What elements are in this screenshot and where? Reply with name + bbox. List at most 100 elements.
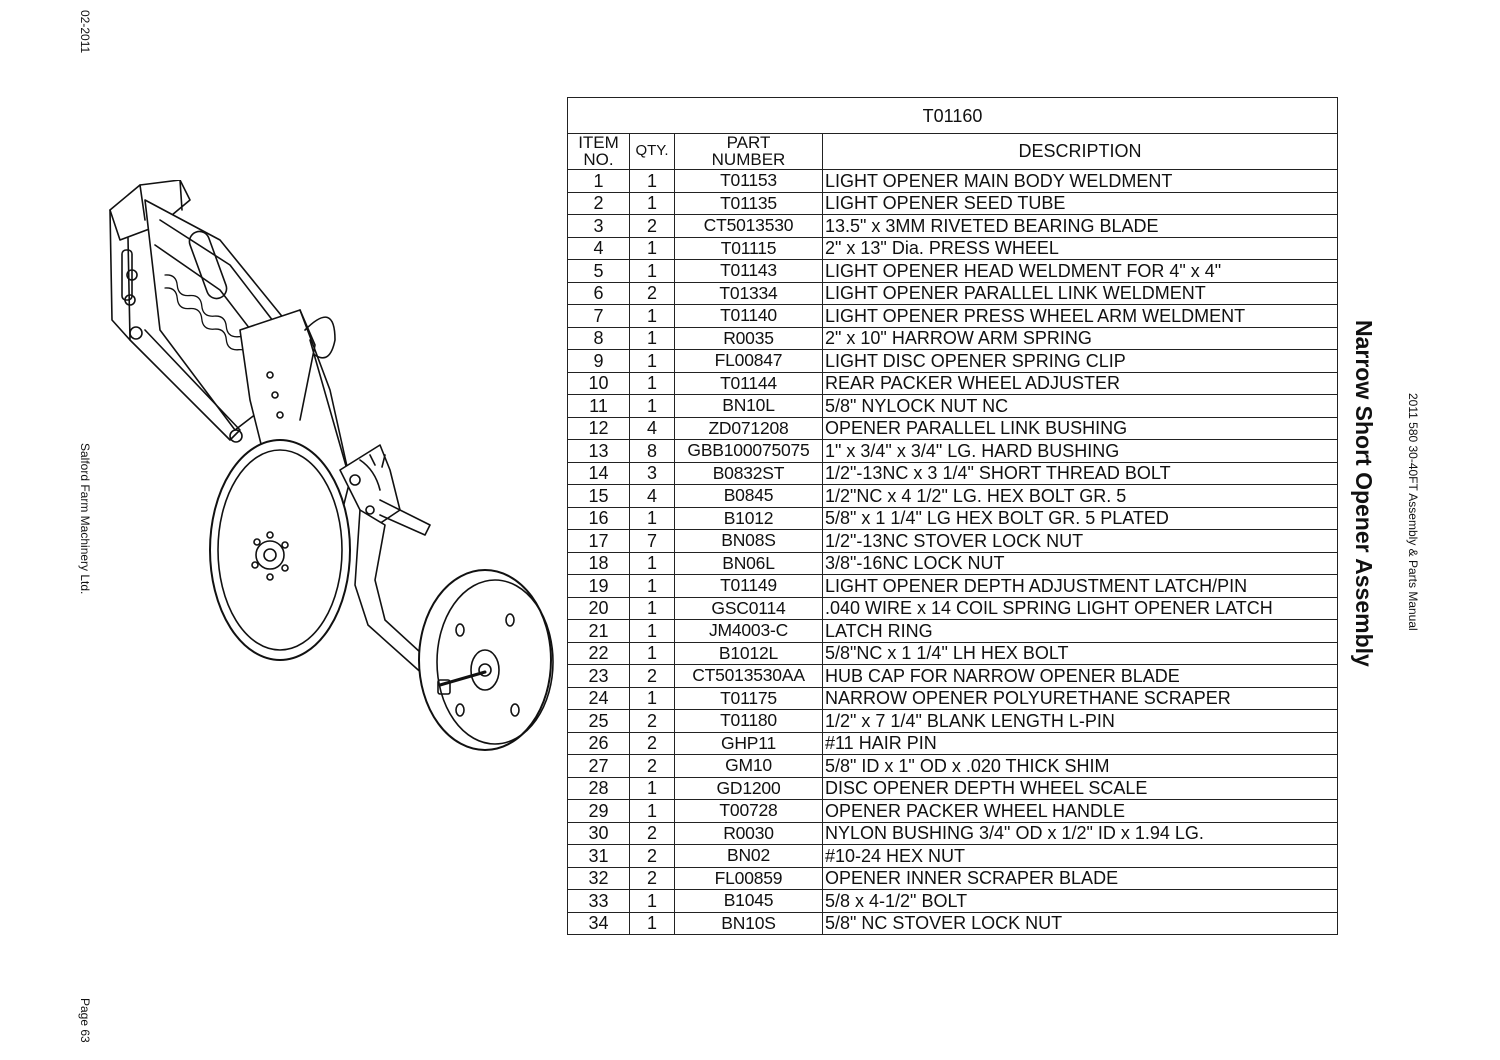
cell-item-no: 10 [567,371,630,395]
cell-qty: 1 [629,551,675,575]
cell-qty: 1 [629,371,675,395]
cell-part-number: BN10L [674,394,823,418]
cell-description: 5/8" x 1 1/4" LG HEX BOLT GR. 5 PLATED [822,506,1338,530]
manual-title: 2011 580 30-40FT Assembly & Parts Manual [1406,393,1420,631]
cell-part-number: BN06L [674,551,823,575]
cell-part-number: GD1200 [674,776,823,800]
cell-description: LIGHT OPENER PARALLEL LINK WELDMENT [822,281,1338,305]
cell-part-number: R0030 [674,821,823,845]
cell-part-number: T01144 [674,371,823,395]
cell-qty: 2 [629,664,675,688]
cell-item-no: 32 [567,866,630,890]
cell-item-no: 24 [567,686,630,710]
cell-qty: 1 [629,169,675,193]
cell-description: #10-24 HEX NUT [822,844,1338,868]
header-item-no: ITEM NO. [567,133,630,170]
parts-table: T01160 ITEM NO. QTY. PART NUMBER DESCRIP… [567,97,1338,935]
cell-part-number: BN08S [674,529,823,553]
cell-description: 1" x 3/4" x 3/4" LG. HARD BUSHING [822,439,1338,463]
cell-qty: 2 [629,821,675,845]
cell-part-number: BN10S [674,911,823,935]
cell-item-no: 20 [567,596,630,620]
cell-item-no: 13 [567,439,630,463]
cell-item-no: 28 [567,776,630,800]
cell-item-no: 23 [567,664,630,688]
cell-part-number: BN02 [674,844,823,868]
cell-qty: 1 [629,889,675,913]
cell-description: LIGHT OPENER MAIN BODY WELDMENT [822,169,1338,193]
cell-qty: 1 [629,191,675,215]
cell-part-number: B1012 [674,506,823,530]
cell-qty: 2 [629,709,675,733]
cell-qty: 1 [629,326,675,350]
cell-part-number: T00728 [674,799,823,823]
cell-qty: 1 [629,911,675,935]
cell-item-no: 14 [567,461,630,485]
cell-part-number: T01149 [674,574,823,598]
cell-part-number: R0035 [674,326,823,350]
cell-item-no: 26 [567,731,630,755]
cell-description: 2" x 13" Dia. PRESS WHEEL [822,236,1338,260]
cell-item-no: 9 [567,349,630,373]
page-number: Page 63 [78,998,92,1043]
cell-qty: 1 [629,776,675,800]
cell-part-number: T01143 [674,259,823,283]
cell-item-no: 8 [567,326,630,350]
cell-item-no: 22 [567,641,630,665]
cell-description: LATCH RING [822,619,1338,643]
cell-description: DISC OPENER DEPTH WHEEL SCALE [822,776,1338,800]
cell-item-no: 18 [567,551,630,575]
cell-description: 5/8" ID x 1" OD x .020 THICK SHIM [822,754,1338,778]
cell-item-no: 1 [567,169,630,193]
cell-item-no: 19 [567,574,630,598]
cell-item-no: 16 [567,506,630,530]
cell-part-number: T01180 [674,709,823,733]
cell-part-number: GBB100075075 [674,439,823,463]
header-qty: QTY. [629,133,675,170]
cell-description: OPENER PACKER WHEEL HANDLE [822,799,1338,823]
cell-part-number: T01334 [674,281,823,305]
cell-qty: 1 [629,574,675,598]
cell-qty: 2 [629,754,675,778]
cell-part-number: FL00847 [674,349,823,373]
cell-item-no: 33 [567,889,630,913]
cell-item-no: 5 [567,259,630,283]
cell-description: 13.5" x 3MM RIVETED BEARING BLADE [822,214,1338,238]
cell-item-no: 15 [567,484,630,508]
cell-qty: 2 [629,866,675,890]
cell-qty: 2 [629,214,675,238]
company-name: Salford Farm Machinery Ltd. [78,443,92,595]
cell-qty: 8 [629,439,675,463]
cell-description: 1/2"-13NC STOVER LOCK NUT [822,529,1338,553]
cell-qty: 4 [629,416,675,440]
cell-qty: 2 [629,844,675,868]
cell-part-number: GSC0114 [674,596,823,620]
cell-qty: 4 [629,484,675,508]
harrow-spring-drawing [164,274,252,361]
cell-part-number: T01140 [674,304,823,328]
cell-part-number: T01115 [674,236,823,260]
cell-part-number: ZD071208 [674,416,823,440]
cell-qty: 1 [629,304,675,328]
cell-part-number: GHP11 [674,731,823,755]
cell-item-no: 31 [567,844,630,868]
